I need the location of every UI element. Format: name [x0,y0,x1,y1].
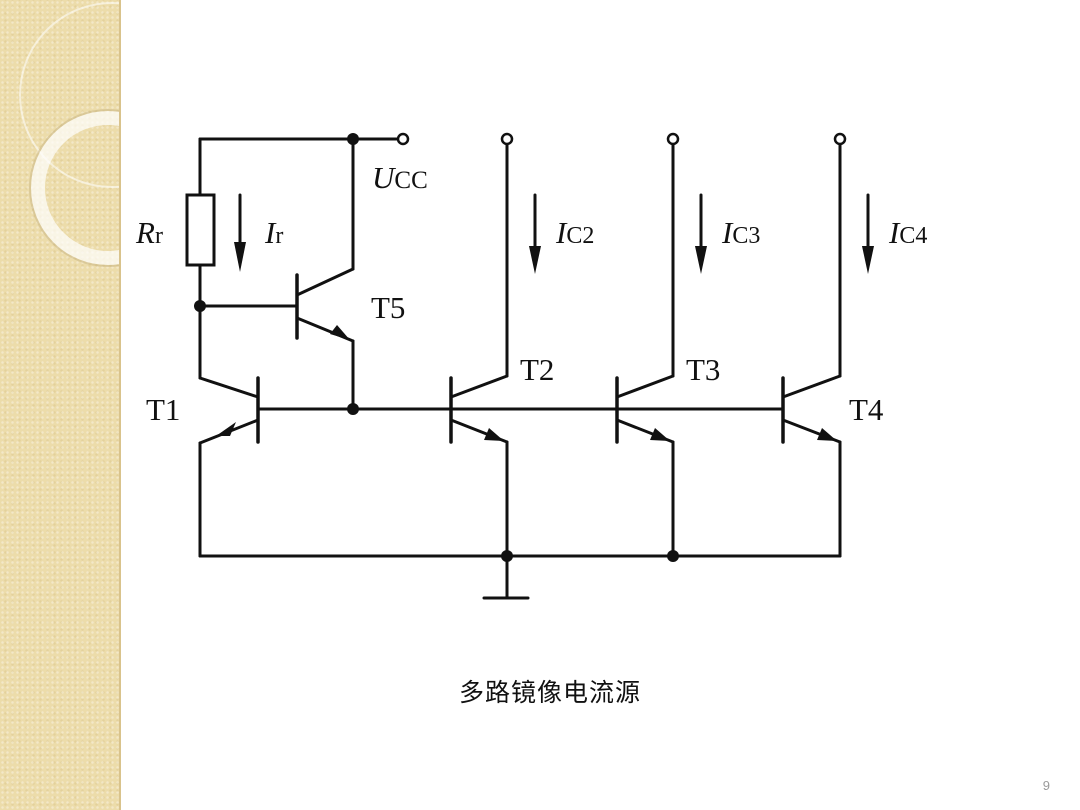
resistor-rr [185,193,216,267]
junction-dot [347,133,359,145]
figure-caption: 多路镜像电流源 [458,678,641,707]
junction-dot [347,403,359,415]
sidebar-rings-decoration [19,2,119,267]
junction-dot [194,300,206,312]
junction-dot [501,550,513,562]
ir-label: Ir [264,215,283,250]
ic3-label: IC3 [721,215,760,250]
t4-collector-terminal [833,132,847,146]
ic2-label: IC2 [555,215,594,250]
t2-label: T2 [520,352,554,387]
t2-emitter-arrow [484,428,504,441]
t5-label: T5 [371,290,405,325]
decorative-sidebar [0,0,119,810]
ucc-terminal [396,132,410,146]
rr-label: Rr [135,215,163,250]
t1-emitter-arrow [216,422,236,436]
t3-collector-terminal [666,132,680,146]
t4-emitter-arrow [817,428,837,441]
t1-label: T1 [146,392,180,427]
t3-emitter-arrow [650,428,670,441]
t5-emitter-arrow [330,325,350,340]
ucc-label: UCC [372,160,428,195]
t4-label: T4 [849,392,884,427]
page-number: 9 [1042,778,1050,793]
ic4-label: IC4 [888,215,927,250]
junction-dot [667,550,679,562]
t2-collector-terminal [500,132,514,146]
t3-label: T3 [686,352,720,387]
sidebar-edge [119,0,121,810]
